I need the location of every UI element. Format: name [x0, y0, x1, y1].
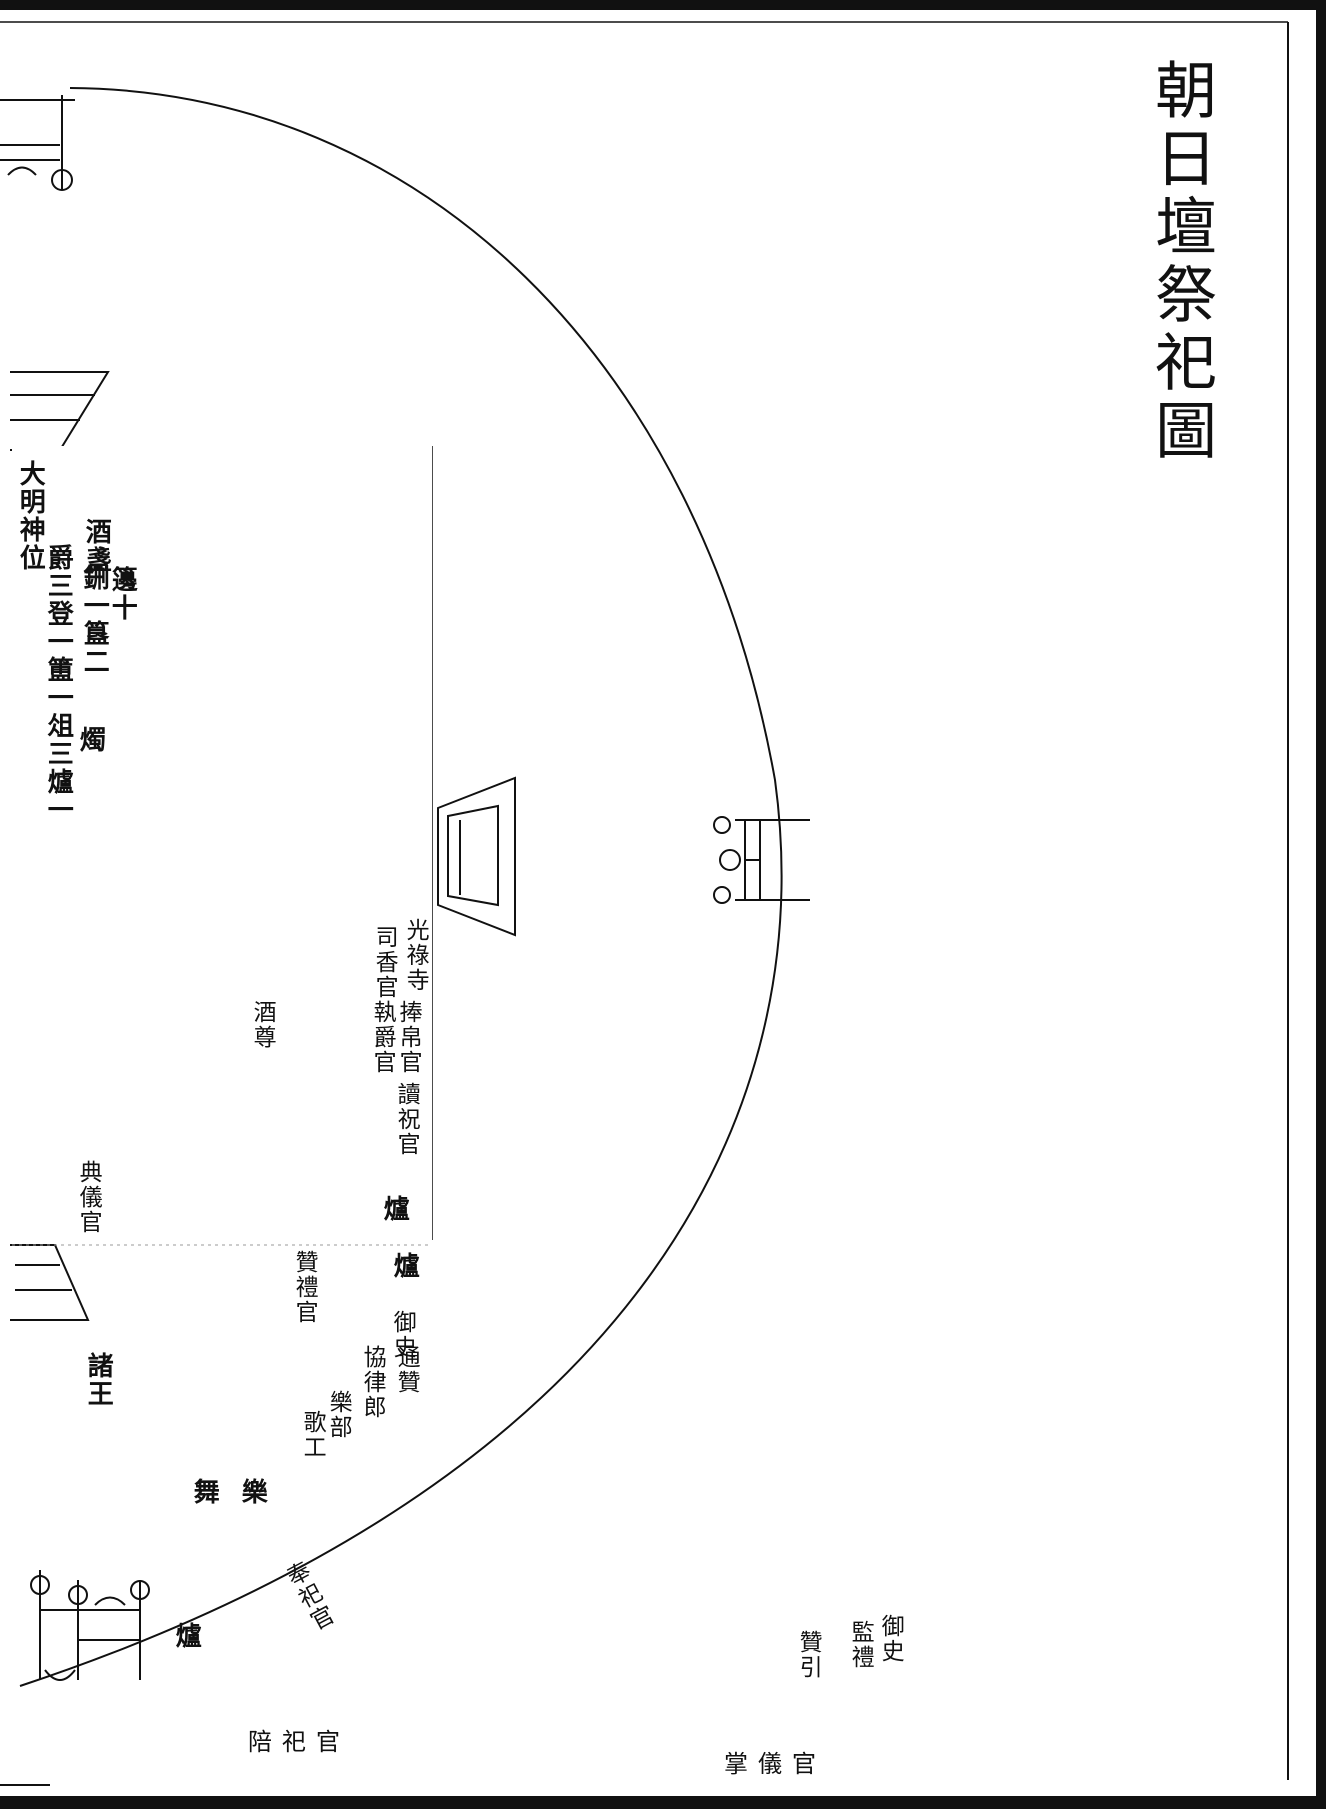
top-border [0, 0, 1326, 10]
label-usher: 贊引 [795, 1630, 822, 1680]
vessels-list-3: 鉶一簋二 [79, 564, 110, 676]
label-music-regulator: 協律郎 [359, 1345, 386, 1420]
label-music-dept: 樂部 [325, 1390, 352, 1440]
label-cup-official: 執爵官 [369, 1000, 396, 1075]
northwest-gate [0, 95, 75, 191]
right-border [1316, 0, 1326, 1809]
candle-label: 燭 [75, 726, 106, 754]
altar-offering-panel: 大明神位 爵三登一簠一俎三爐一 籩十 鉶一簋二 燭 酒盞 [12, 446, 432, 1240]
east-lingxing-gate [713, 816, 810, 904]
label-incense-official: 司香官 [371, 925, 398, 1000]
label-censor: 御史 [389, 1310, 416, 1360]
label-furnace-2: 爐 [389, 1252, 420, 1280]
label-ceremony-master: 掌儀官 [724, 1750, 826, 1778]
vessels-list-2: 籩十 [107, 566, 138, 622]
southwest-gate [30, 1570, 150, 1681]
label-wine-vessel: 酒尊 [249, 1000, 276, 1050]
label-tongzan: 通贊 [393, 1345, 420, 1395]
deity-tablet-label: 大明神位 [15, 460, 46, 572]
label-censor-right: 御史 [877, 1614, 904, 1664]
label-dance: 舞 [189, 1478, 220, 1506]
label-music: 樂 [237, 1478, 268, 1506]
label-singers: 歌工 [299, 1410, 326, 1460]
label-guanglu-temple: 光祿寺 [402, 918, 429, 993]
label-silk-official: 捧帛官 [395, 1000, 422, 1075]
label-furnace-1: 爐 [379, 1195, 410, 1223]
label-dianyi-official: 典儀官 [75, 1160, 102, 1235]
label-reading-official: 讀祝官 [393, 1082, 420, 1157]
altar-boundary-arc [19, 87, 783, 1687]
label-attending-officials: 陪祀官 [248, 1728, 350, 1756]
furnace-platform [437, 776, 516, 937]
label-furnace-3: 爐 [171, 1622, 202, 1650]
page-title: 朝日壇祭祀圖 [1144, 58, 1218, 466]
label-supervisor: 監禮 [847, 1620, 874, 1670]
bottom-border [0, 1796, 1326, 1809]
label-princes: 諸王 [83, 1352, 114, 1408]
vessels-list-1: 爵三登一簠一俎三爐一 [43, 544, 74, 824]
label-ceremony-guide: 贊禮官 [291, 1250, 318, 1325]
wine-cup-label: 酒盞 [81, 518, 112, 574]
